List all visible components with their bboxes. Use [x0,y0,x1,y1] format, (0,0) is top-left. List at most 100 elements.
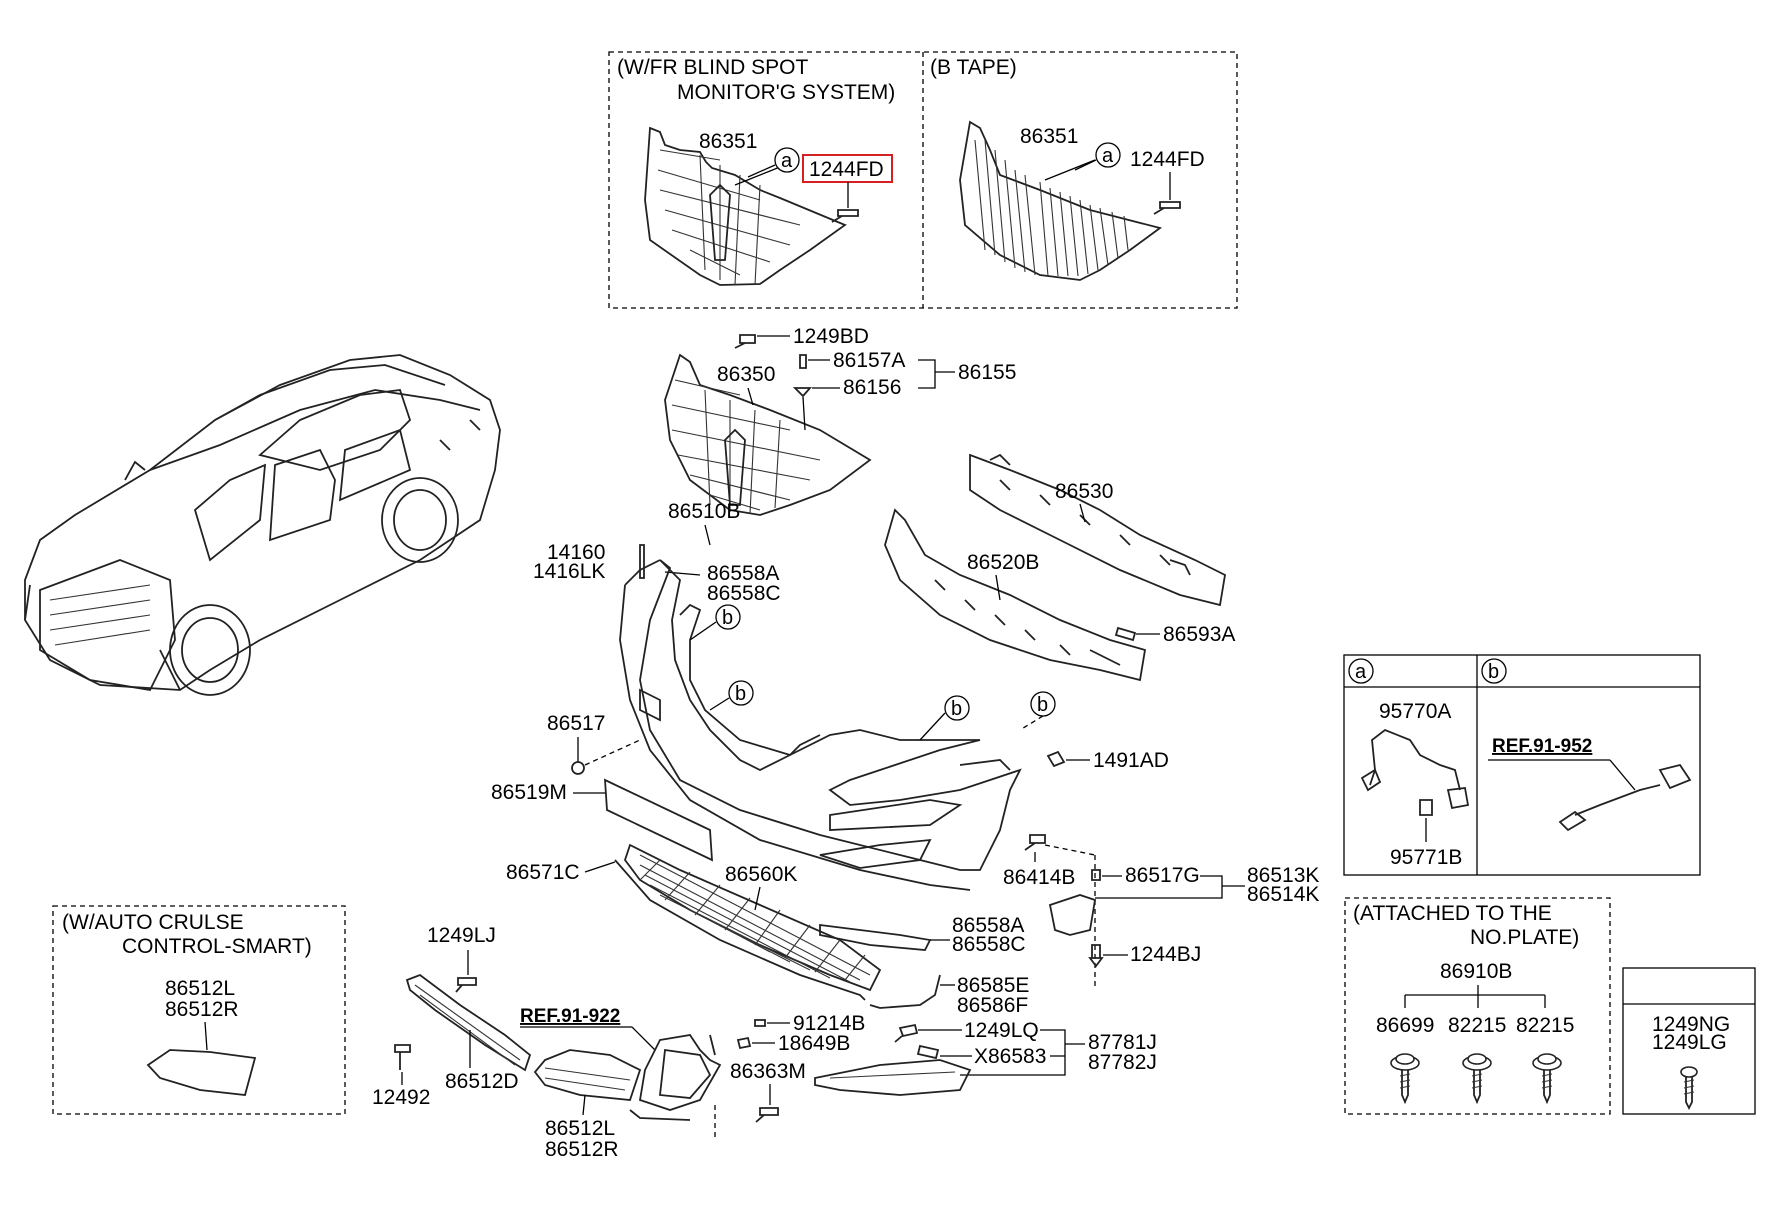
callout-b-3 [944,695,970,721]
clip-86517 [571,761,585,775]
ref-91-952-link[interactable]: REF.91-952 [1492,736,1592,757]
bolt-86363M [755,1107,779,1123]
auto-title-line2: CONTROL-SMART) [122,935,312,958]
label-1249BD: 1249BD [793,325,869,348]
ref-91-922-link[interactable]: REF.91-922 [520,1006,620,1027]
auto-title-line1: (W/AUTO CRULSE [62,911,244,934]
callout-a-bsm [774,147,800,173]
label-86593A: 86593A [1163,623,1235,646]
label-1416LK: 1416LK [533,560,605,583]
screw-82215-2 [1532,1053,1562,1105]
bracket-86519M [603,778,714,862]
beam-86530-illustration [969,453,1226,607]
clip-86156 [792,387,812,398]
label-86519M: 86519M [491,781,567,804]
callout-a-btape [1095,142,1121,168]
label-86517: 86517 [547,712,605,735]
bolt-1249LQ [894,1023,919,1043]
label-1244FD-btape: 1244FD [1130,148,1205,171]
label-86156: 86156 [843,376,901,399]
label-X86583: X86583 [974,1045,1046,1068]
label-87782J: 87782J [1088,1051,1157,1074]
screw-1249NG [1680,1066,1698,1111]
label-14160: 14160 [547,541,605,564]
label-86351-btape: 86351 [1020,125,1078,148]
clip-86593A [1114,626,1137,642]
label-86558A-top: 86558A [707,562,779,585]
bsm-title-line1: (W/FR BLIND SPOT [617,56,809,79]
clip-X86583 [916,1044,940,1060]
label-86558A-bot: 86558A [952,914,1024,937]
label-12492: 12492 [372,1086,430,1109]
strip-86585E [869,974,941,1009]
screw-18649B [736,1036,752,1050]
car-illustration [24,354,501,696]
detail-a-text: a [1355,661,1367,683]
absorber-86520B-illustration [884,508,1147,682]
bolt-1249LJ [455,977,477,993]
label-86514K: 86514K [1247,883,1319,906]
callout-b-1 [715,604,741,630]
label-1244BJ: 1244BJ [1130,943,1201,966]
label-86558C-bot: 86558C [952,933,1026,956]
reflector-87781J [814,1059,972,1096]
label-82215-2: 82215 [1516,1014,1574,1037]
label-18649B: 18649B [778,1032,850,1055]
bolt-86414B [1024,834,1046,851]
callout-a-btape-text: a [1102,145,1114,167]
bolt-1244FD-bsm [831,209,859,223]
label-86512D: 86512D [445,1070,519,1093]
label-86414B: 86414B [1003,866,1075,889]
callout-a-bsm-text: a [781,150,793,172]
label-1249NG: 1249NG [1652,1013,1730,1036]
label-87781J: 87781J [1088,1031,1157,1054]
label-91214B: 91214B [793,1012,865,1035]
callout-b-4-text: b [1037,694,1048,716]
box-1249NG [1622,967,1756,1115]
label-95771B: 95771B [1390,846,1462,869]
plate-title-line2: NO.PLATE) [1470,926,1579,949]
detail-table [1343,654,1701,876]
screw-86699 [1390,1053,1420,1105]
label-86512L-box: 86512L [165,977,235,1000]
label-86571C: 86571C [506,861,580,884]
trim-86558A-lower [819,923,932,951]
bumper-cover-86510B-illustration [619,559,1022,891]
variant-box-auto-cruise [52,905,346,1115]
grille-86351-bsm-illustration [644,126,847,286]
pin-14160 [639,544,645,579]
lower-grille-86560K-illustration [623,843,882,992]
detail-b-text: b [1488,661,1499,683]
label-86351-bsm: 86351 [699,130,757,153]
label-86512L-bot: 86512L [545,1117,615,1140]
screw-82215-1 [1462,1053,1492,1105]
callout-b-2 [728,680,754,706]
label-1244FD-bsm: 1244FD [809,158,884,181]
sensor-91-952-illustration [1558,763,1692,832]
clip-91214B [754,1019,766,1027]
label-1249LG: 1249LG [1652,1031,1727,1054]
label-86512R-box: 86512R [165,998,239,1021]
bsm-title-line2: MONITOR'G SYSTEM) [677,81,895,104]
clip-86157A [799,354,807,369]
bracket-86513K [1048,894,1097,936]
callout-b-2-text: b [735,683,746,705]
fog-lamp-housing-illustration [629,1034,722,1121]
label-1491AD: 1491AD [1093,749,1169,772]
plate-title-line1: (ATTACHED TO THE [1353,902,1552,925]
label-86155: 86155 [958,361,1016,384]
label-86699: 86699 [1376,1014,1434,1037]
label-86517G: 86517G [1125,864,1200,887]
wiring-95770A-illustration [1360,728,1470,816]
label-86586F: 86586F [957,994,1028,1017]
bolt-1244BJ [1088,944,1104,968]
label-86350: 86350 [717,363,775,386]
callout-b-1-text: b [722,607,733,629]
bezel-86512D [405,973,532,1072]
strip-86571C [614,859,866,1001]
label-86510B: 86510B [668,500,740,523]
label-86512R-bot: 86512R [545,1138,619,1161]
btape-title: (B TAPE) [930,56,1017,79]
label-82215-1: 82215 [1448,1014,1506,1037]
